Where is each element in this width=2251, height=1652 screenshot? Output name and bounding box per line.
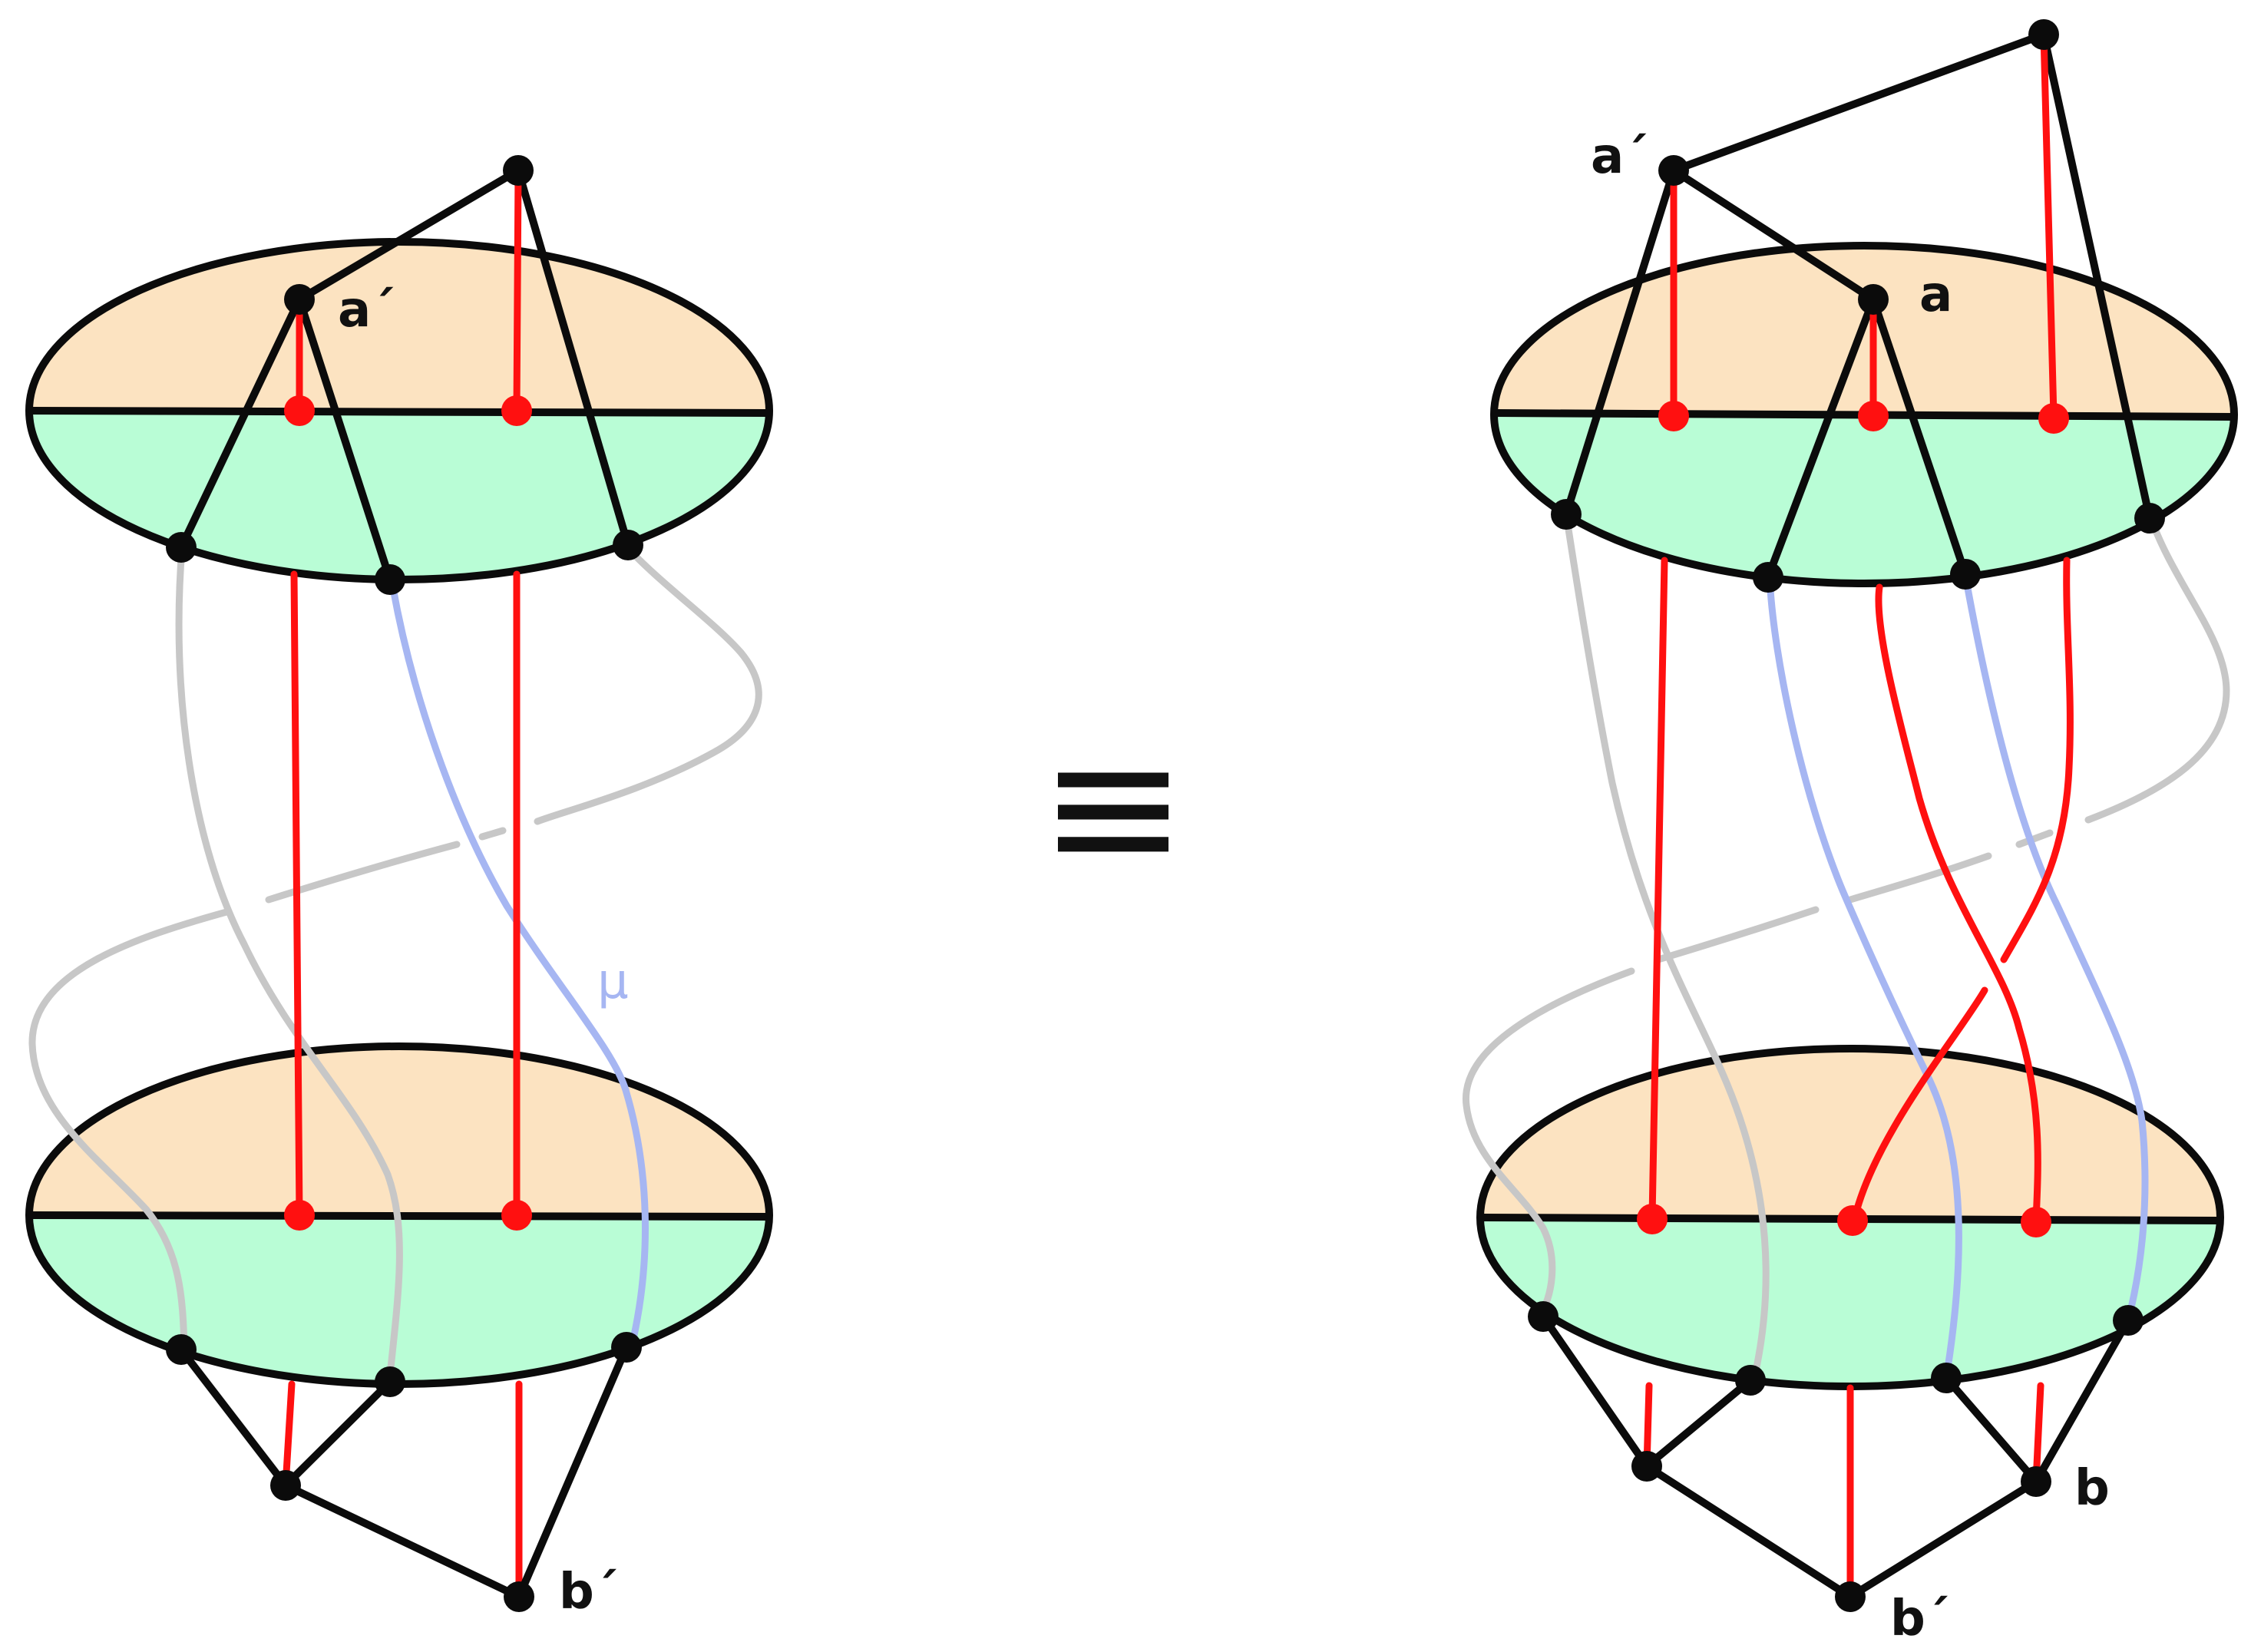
right-red-lower-cap-3	[2032, 1382, 2044, 1485]
left-top-disk-equator	[28, 407, 772, 417]
left-red-dot-top-2	[501, 395, 532, 426]
right-red-dot-top-1	[1658, 401, 1689, 431]
right-vertex-top-rim-1	[1551, 499, 1582, 530]
right-edge-aprime-v1	[1562, 167, 1678, 518]
left-top-disk-upper-half	[29, 242, 769, 411]
left-vertex-a-prime	[284, 284, 315, 315]
left-edge-aprime-apex	[296, 167, 522, 303]
right-edge-lower-4	[1846, 1478, 2040, 1601]
right-red-dot-bottom-3	[2021, 1207, 2051, 1237]
right-label-b: b	[2074, 1460, 2110, 1517]
left-red-lower-cap-1	[282, 1380, 296, 1489]
right-edge-lower-1	[1539, 1313, 1651, 1470]
right-red-strand-3-lower	[1850, 986, 1988, 1224]
right-gray-strand-2-middle	[1654, 906, 1820, 963]
right-edge-lower-5	[1942, 1374, 2040, 1485]
right-red-dot-top-2	[1858, 401, 1889, 431]
left-edge-lower-3	[282, 1482, 523, 1601]
left-gray-strand-1	[175, 545, 403, 1386]
left-edge-apex-v3	[514, 167, 632, 549]
right-vertex-top-rim-3	[1950, 559, 1981, 590]
left-gray-strand-2-upper	[534, 543, 762, 825]
left-label-a-prime: a´	[338, 282, 395, 339]
right-vertex-b	[2021, 1466, 2051, 1497]
left-red-strand-1	[290, 570, 303, 1219]
left-edge-lower-1	[177, 1346, 289, 1489]
right-edge-apex-v4	[2040, 31, 2153, 522]
right-vertex-a-prime	[1658, 155, 1689, 186]
right-vertex-lower-1	[1631, 1451, 1662, 1482]
left-vertex-lower-1	[270, 1470, 301, 1501]
left-vertex-top-rim-1	[166, 532, 197, 563]
right-gray-strand-2-lower	[1463, 967, 1635, 1320]
right-gray-strand-2-dash-2	[1846, 852, 1992, 904]
right-edge-lower-2	[1643, 1376, 1754, 1470]
right-red-dot-bottom-1	[1637, 1204, 1668, 1234]
right-vertex-a	[1858, 284, 1889, 315]
left-gray-strand-2-dash	[478, 827, 507, 841]
left-vertex-top-rim-3	[613, 530, 643, 560]
left-edge-lower-2	[282, 1378, 394, 1489]
left-vertex-apex	[503, 155, 534, 186]
right-vertex-bottom-rim-3	[1931, 1363, 1962, 1393]
right-gray-strand-1	[1562, 510, 1770, 1382]
left-gray-strand-2-lower	[28, 908, 230, 1351]
left-label-mu: μ	[597, 953, 629, 1010]
right-edge-aprime-apex	[1670, 31, 2048, 174]
left-vertex-b-prime	[504, 1581, 534, 1612]
right-edge-a-v2	[1764, 296, 1877, 581]
right-label-a: a	[1919, 266, 1952, 323]
right-edge-lower-3	[1643, 1462, 1854, 1601]
left-red-dot-bottom-1	[284, 1200, 315, 1231]
right-red-dot-top-3	[2038, 403, 2069, 434]
right-gray-strand-2-upper	[2084, 510, 2230, 824]
left-gray-strand-2-middle	[265, 841, 461, 904]
left-vertex-bottom-rim-2	[375, 1366, 405, 1397]
right-red-strand-2	[1875, 583, 2041, 1224]
left-edge-aprime-v2	[296, 296, 394, 583]
left-top-disk	[25, 238, 773, 583]
left-red-cap-2	[513, 167, 522, 415]
right-vertex-b-prime	[1835, 1581, 1866, 1612]
right-vertex-top-rim-4	[2134, 503, 2165, 534]
left-blue-strand-mu	[388, 576, 649, 1353]
right-red-cap-3	[2040, 31, 2058, 420]
right-bottom-disk-upper-half	[1480, 1049, 2220, 1218]
right-vertex-bottom-rim-2	[1735, 1365, 1766, 1396]
right-gray-strand-2-dash-1	[2015, 829, 2054, 848]
right-edge-aprime-a	[1670, 167, 1877, 303]
left-diagram: a´ b´ μ	[25, 155, 773, 1621]
right-label-b-prime: b´	[1890, 1591, 1950, 1647]
left-edge-aprime-v1	[177, 296, 303, 551]
right-label-a-prime: a´	[1591, 128, 1648, 185]
right-edge-a-v3	[1869, 296, 1969, 578]
right-red-strand-1	[1648, 557, 1668, 1221]
left-edge-lower-4	[515, 1343, 630, 1601]
right-vertex-apex	[2028, 19, 2059, 50]
left-label-b-prime: b´	[559, 1564, 619, 1621]
right-blue-strand-1	[1766, 573, 1962, 1382]
right-blue-strand-2	[1962, 572, 2149, 1324]
left-vertex-bottom-rim-3	[611, 1332, 642, 1363]
right-red-dot-bottom-2	[1837, 1205, 1868, 1236]
left-red-dot-top-1	[284, 395, 315, 426]
right-vertex-bottom-rim-4	[2113, 1305, 2144, 1336]
equivalence-symbol: ≡	[1040, 705, 1188, 910]
right-vertex-bottom-rim-1	[1528, 1301, 1559, 1332]
right-diagram: a´ a b b´	[1463, 19, 2238, 1647]
left-bottom-disk-upper-half	[29, 1046, 769, 1215]
left-vertex-bottom-rim-1	[166, 1334, 197, 1365]
right-edge-lower-6	[2032, 1317, 2132, 1485]
right-red-strand-3-upper	[2000, 557, 2074, 963]
left-vertex-top-rim-2	[375, 564, 405, 595]
right-vertex-top-rim-2	[1753, 562, 1783, 593]
left-red-dot-bottom-2	[501, 1200, 532, 1231]
